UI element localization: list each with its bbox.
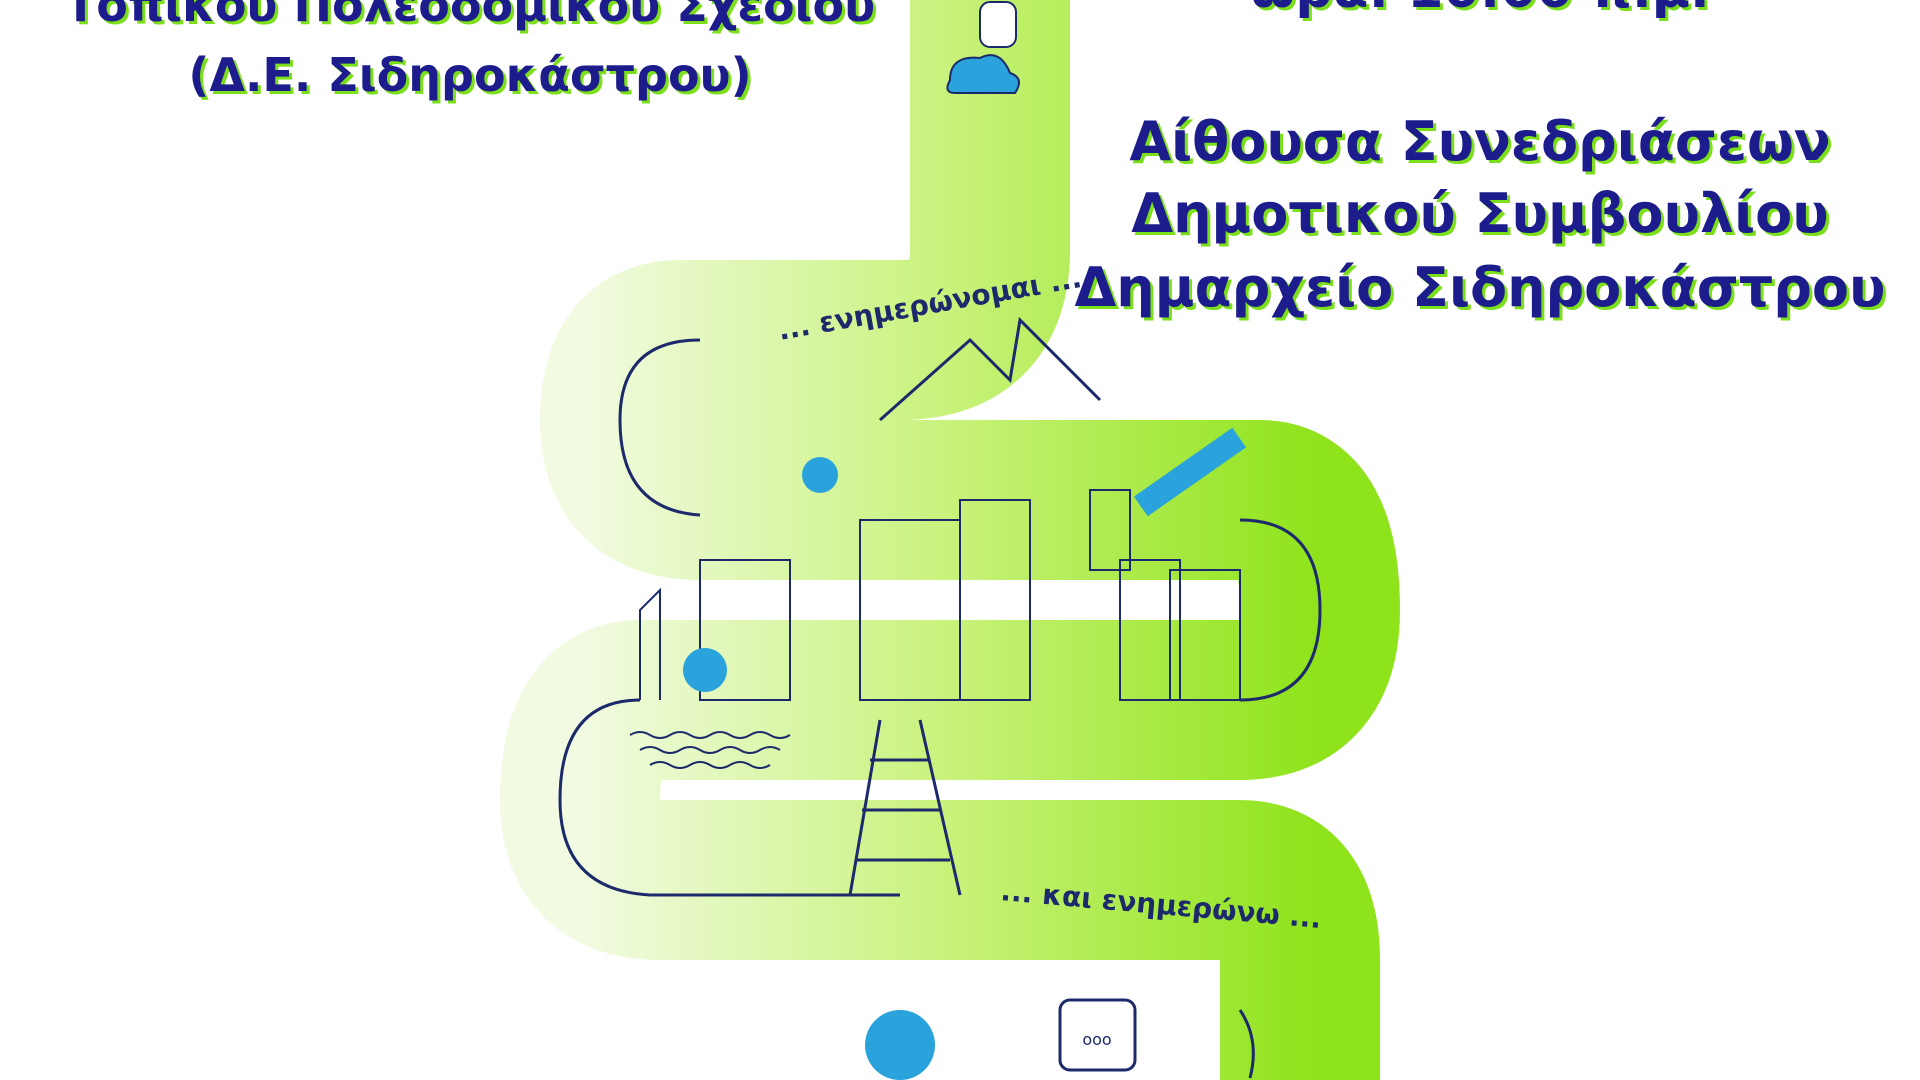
tree-icon: [802, 457, 838, 493]
ladder-icon: [848, 719, 962, 896]
bulb-icon: [979, 1, 1017, 48]
venue-line1: Αίθουσα Συνεδριάσεων: [1129, 110, 1831, 173]
mountain-icon: [879, 316, 1102, 422]
plan-title-line1: Τοπικού Πολεοδομικού Σχεδίου: [64, 0, 876, 32]
sea-waves-icon: [629, 731, 791, 769]
city-skyline-icon: [639, 489, 1241, 701]
venue-line3: Δημαρχείο Σιδηροκάστρου: [1074, 256, 1886, 319]
field-icon: [1133, 427, 1247, 517]
cloud-icon: [946, 54, 1020, 94]
blue-circle-icon: [865, 1010, 935, 1080]
road-outline: [558, 338, 1322, 1079]
chat-dots: ooo: [1082, 1030, 1111, 1049]
umbrella-icon: [683, 648, 727, 692]
chat-bubble-icon: ooo: [1058, 998, 1137, 1072]
plan-title-line2: (Δ.Ε. Σιδηροκάστρου): [188, 48, 752, 102]
venue-line2: Δημοτικού Συμβουλίου: [1131, 182, 1829, 245]
meeting-time: ώρα: 10:00 π.μ.: [1080, 0, 1880, 20]
